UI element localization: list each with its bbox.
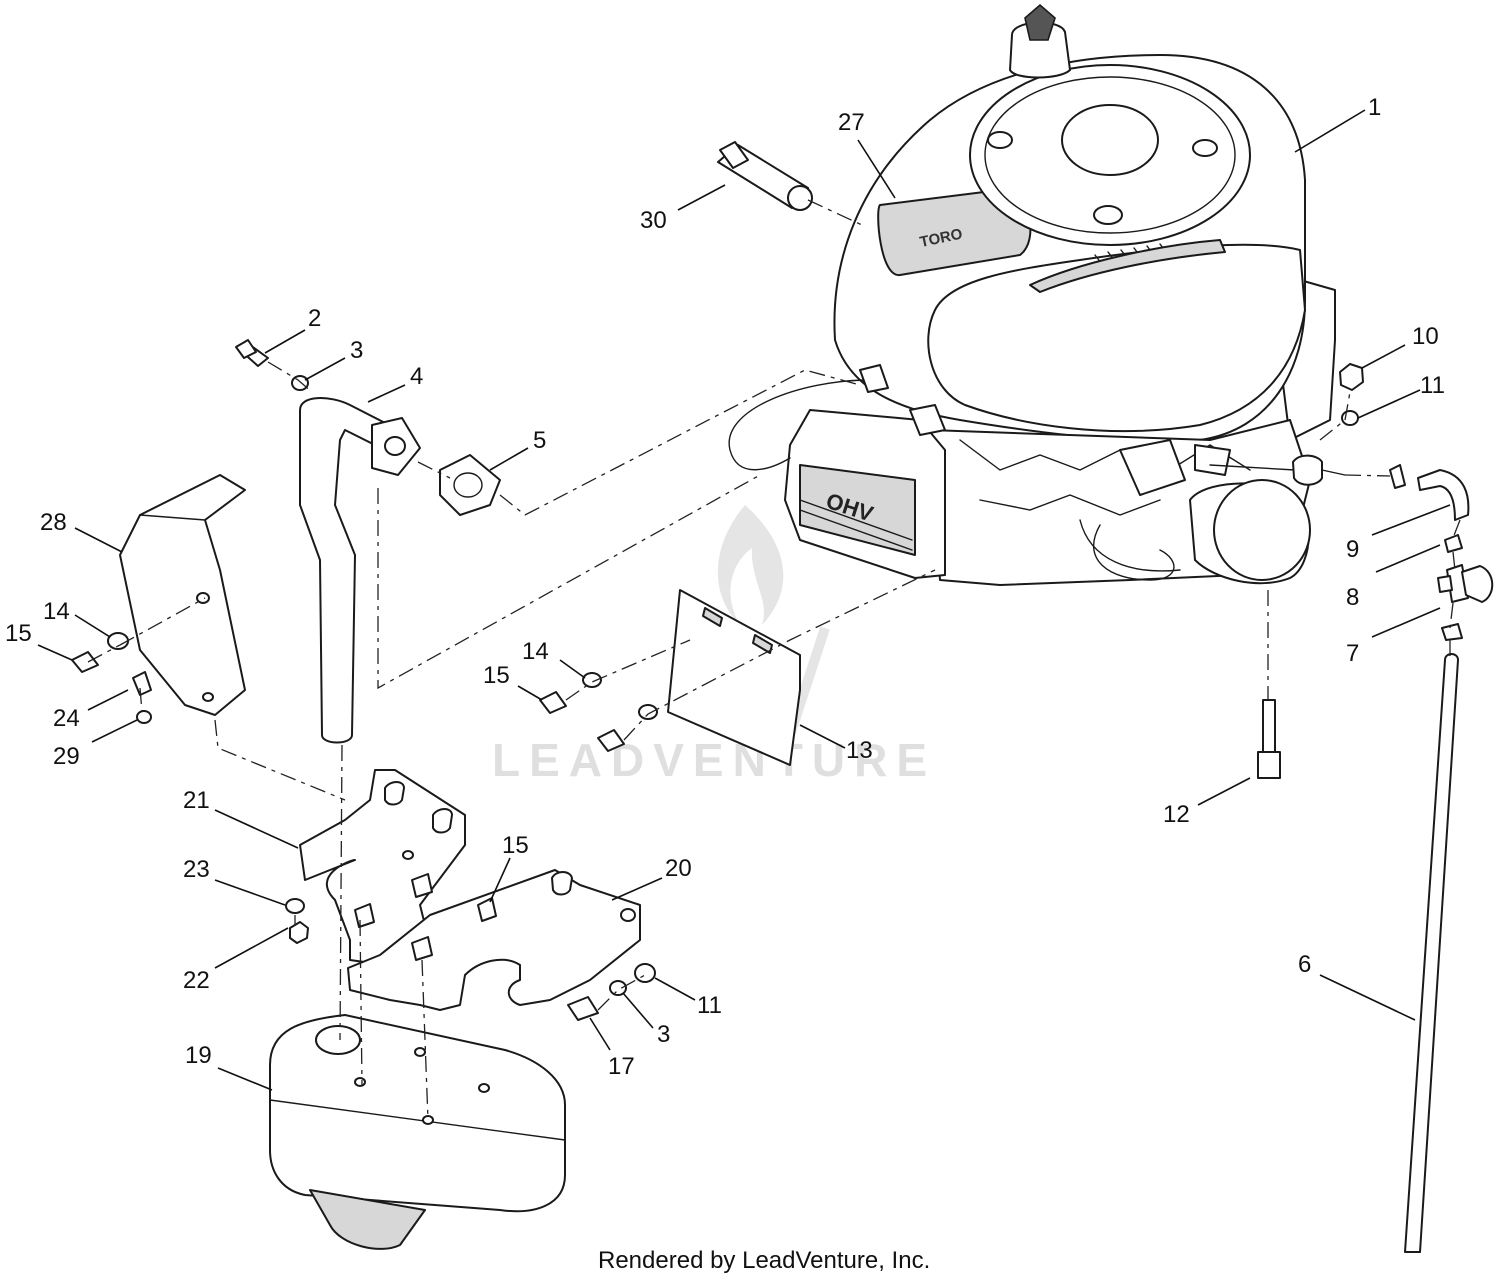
part-6-fuel-line bbox=[1404, 653, 1459, 1253]
callout-9: 9 bbox=[1346, 536, 1359, 563]
callout-numbers: 1 27 30 2 3 4 5 10 11 9 8 7 28 14 15 24 … bbox=[5, 94, 1445, 1080]
callout-15-center: 15 bbox=[483, 662, 510, 689]
callout-27: 27 bbox=[838, 109, 865, 136]
part-3-washer bbox=[291, 375, 309, 391]
callout-12: 12 bbox=[1163, 801, 1190, 828]
valve-cover bbox=[799, 464, 916, 556]
air-filter-cap bbox=[1213, 479, 1311, 581]
part-11-washer-right bbox=[1341, 410, 1359, 426]
callout-19: 19 bbox=[185, 1042, 212, 1069]
clamp-upper bbox=[1389, 464, 1406, 489]
part-11-washer-lower bbox=[634, 963, 656, 983]
callout-4: 4 bbox=[410, 363, 423, 390]
part-2-bolt bbox=[235, 339, 269, 367]
part-17-bolt bbox=[567, 996, 599, 1021]
bolt-bracket-1 bbox=[411, 873, 433, 898]
fuel-filter bbox=[1292, 454, 1323, 486]
bolt-center-lower bbox=[597, 729, 625, 752]
callout-10: 10 bbox=[1412, 323, 1439, 350]
callout-2: 2 bbox=[308, 305, 321, 332]
oil-fill-cap bbox=[1009, 21, 1071, 79]
callout-11-top: 11 bbox=[1420, 372, 1445, 399]
callout-5: 5 bbox=[533, 427, 546, 454]
callout-21: 21 bbox=[183, 787, 210, 814]
part-15-bolt-left bbox=[71, 651, 99, 673]
part-23-washer bbox=[285, 898, 305, 914]
watermark-text: LEADVENTURE bbox=[492, 734, 936, 786]
part-15-bolt-center bbox=[539, 691, 567, 714]
callout-17: 17 bbox=[608, 1053, 635, 1080]
part-30-tube bbox=[717, 141, 813, 211]
part-12-bolt bbox=[1257, 699, 1281, 779]
part-7-shutoff-valve bbox=[1437, 564, 1494, 603]
callout-14-left: 14 bbox=[43, 598, 70, 625]
assembly-center-lines bbox=[87, 199, 1461, 1121]
callout-29: 29 bbox=[53, 743, 80, 770]
shroud-vent-slats bbox=[1029, 239, 1226, 293]
footer-credit: Rendered by LeadVenture, Inc. bbox=[598, 1247, 930, 1274]
callout-leader-lines bbox=[37, 109, 1451, 1091]
callout-3-lower: 3 bbox=[657, 1021, 670, 1048]
callout-24: 24 bbox=[53, 705, 80, 732]
callout-6: 6 bbox=[1298, 951, 1311, 978]
bolt-bracket-3 bbox=[411, 936, 433, 961]
callout-15-left: 15 bbox=[5, 620, 32, 647]
part-19-muffler bbox=[269, 1014, 566, 1250]
callout-15-lower: 15 bbox=[502, 832, 529, 859]
callout-11-lower: 11 bbox=[697, 992, 722, 1019]
part-28-heat-shield bbox=[119, 474, 246, 716]
callout-30: 30 bbox=[640, 207, 667, 234]
callout-7: 7 bbox=[1346, 640, 1359, 667]
part-22-nut bbox=[289, 921, 309, 944]
part-29-washer bbox=[136, 710, 152, 724]
callout-23: 23 bbox=[183, 856, 210, 883]
callout-13: 13 bbox=[846, 737, 873, 764]
part-14-washer-center bbox=[582, 672, 602, 688]
part-20-bracket bbox=[347, 869, 641, 1011]
callout-20: 20 bbox=[665, 855, 692, 882]
recoil-starter-hub bbox=[1061, 104, 1159, 176]
callout-14-center: 14 bbox=[522, 638, 549, 665]
callout-8: 8 bbox=[1346, 584, 1359, 611]
engine-assembly: TORO bbox=[728, 3, 1346, 586]
part-8-clamp bbox=[1444, 534, 1463, 553]
flame-logo-icon bbox=[717, 505, 784, 625]
part-15-bolt-lower bbox=[477, 897, 497, 922]
part-4-exhaust-pipe bbox=[299, 397, 421, 744]
fuel-line-upper bbox=[1209, 464, 1296, 471]
oil-cap-handle bbox=[1024, 3, 1056, 41]
spark-plug-wire bbox=[728, 379, 871, 471]
part-10-nut bbox=[1339, 363, 1364, 391]
part-24-bolt bbox=[132, 671, 152, 696]
washer-center-lower bbox=[638, 704, 658, 720]
part-5-gasket bbox=[439, 454, 501, 516]
clamp-lower bbox=[1441, 623, 1463, 641]
shroud-visor bbox=[927, 243, 1306, 433]
callout-3-top: 3 bbox=[350, 337, 363, 364]
callout-22: 22 bbox=[183, 967, 210, 994]
part-13-shield-plate bbox=[667, 589, 801, 766]
part-9-elbow-hose bbox=[1417, 469, 1470, 521]
callout-1: 1 bbox=[1368, 94, 1381, 121]
part-3-washer-lower bbox=[609, 980, 627, 996]
callout-28: 28 bbox=[40, 509, 67, 536]
